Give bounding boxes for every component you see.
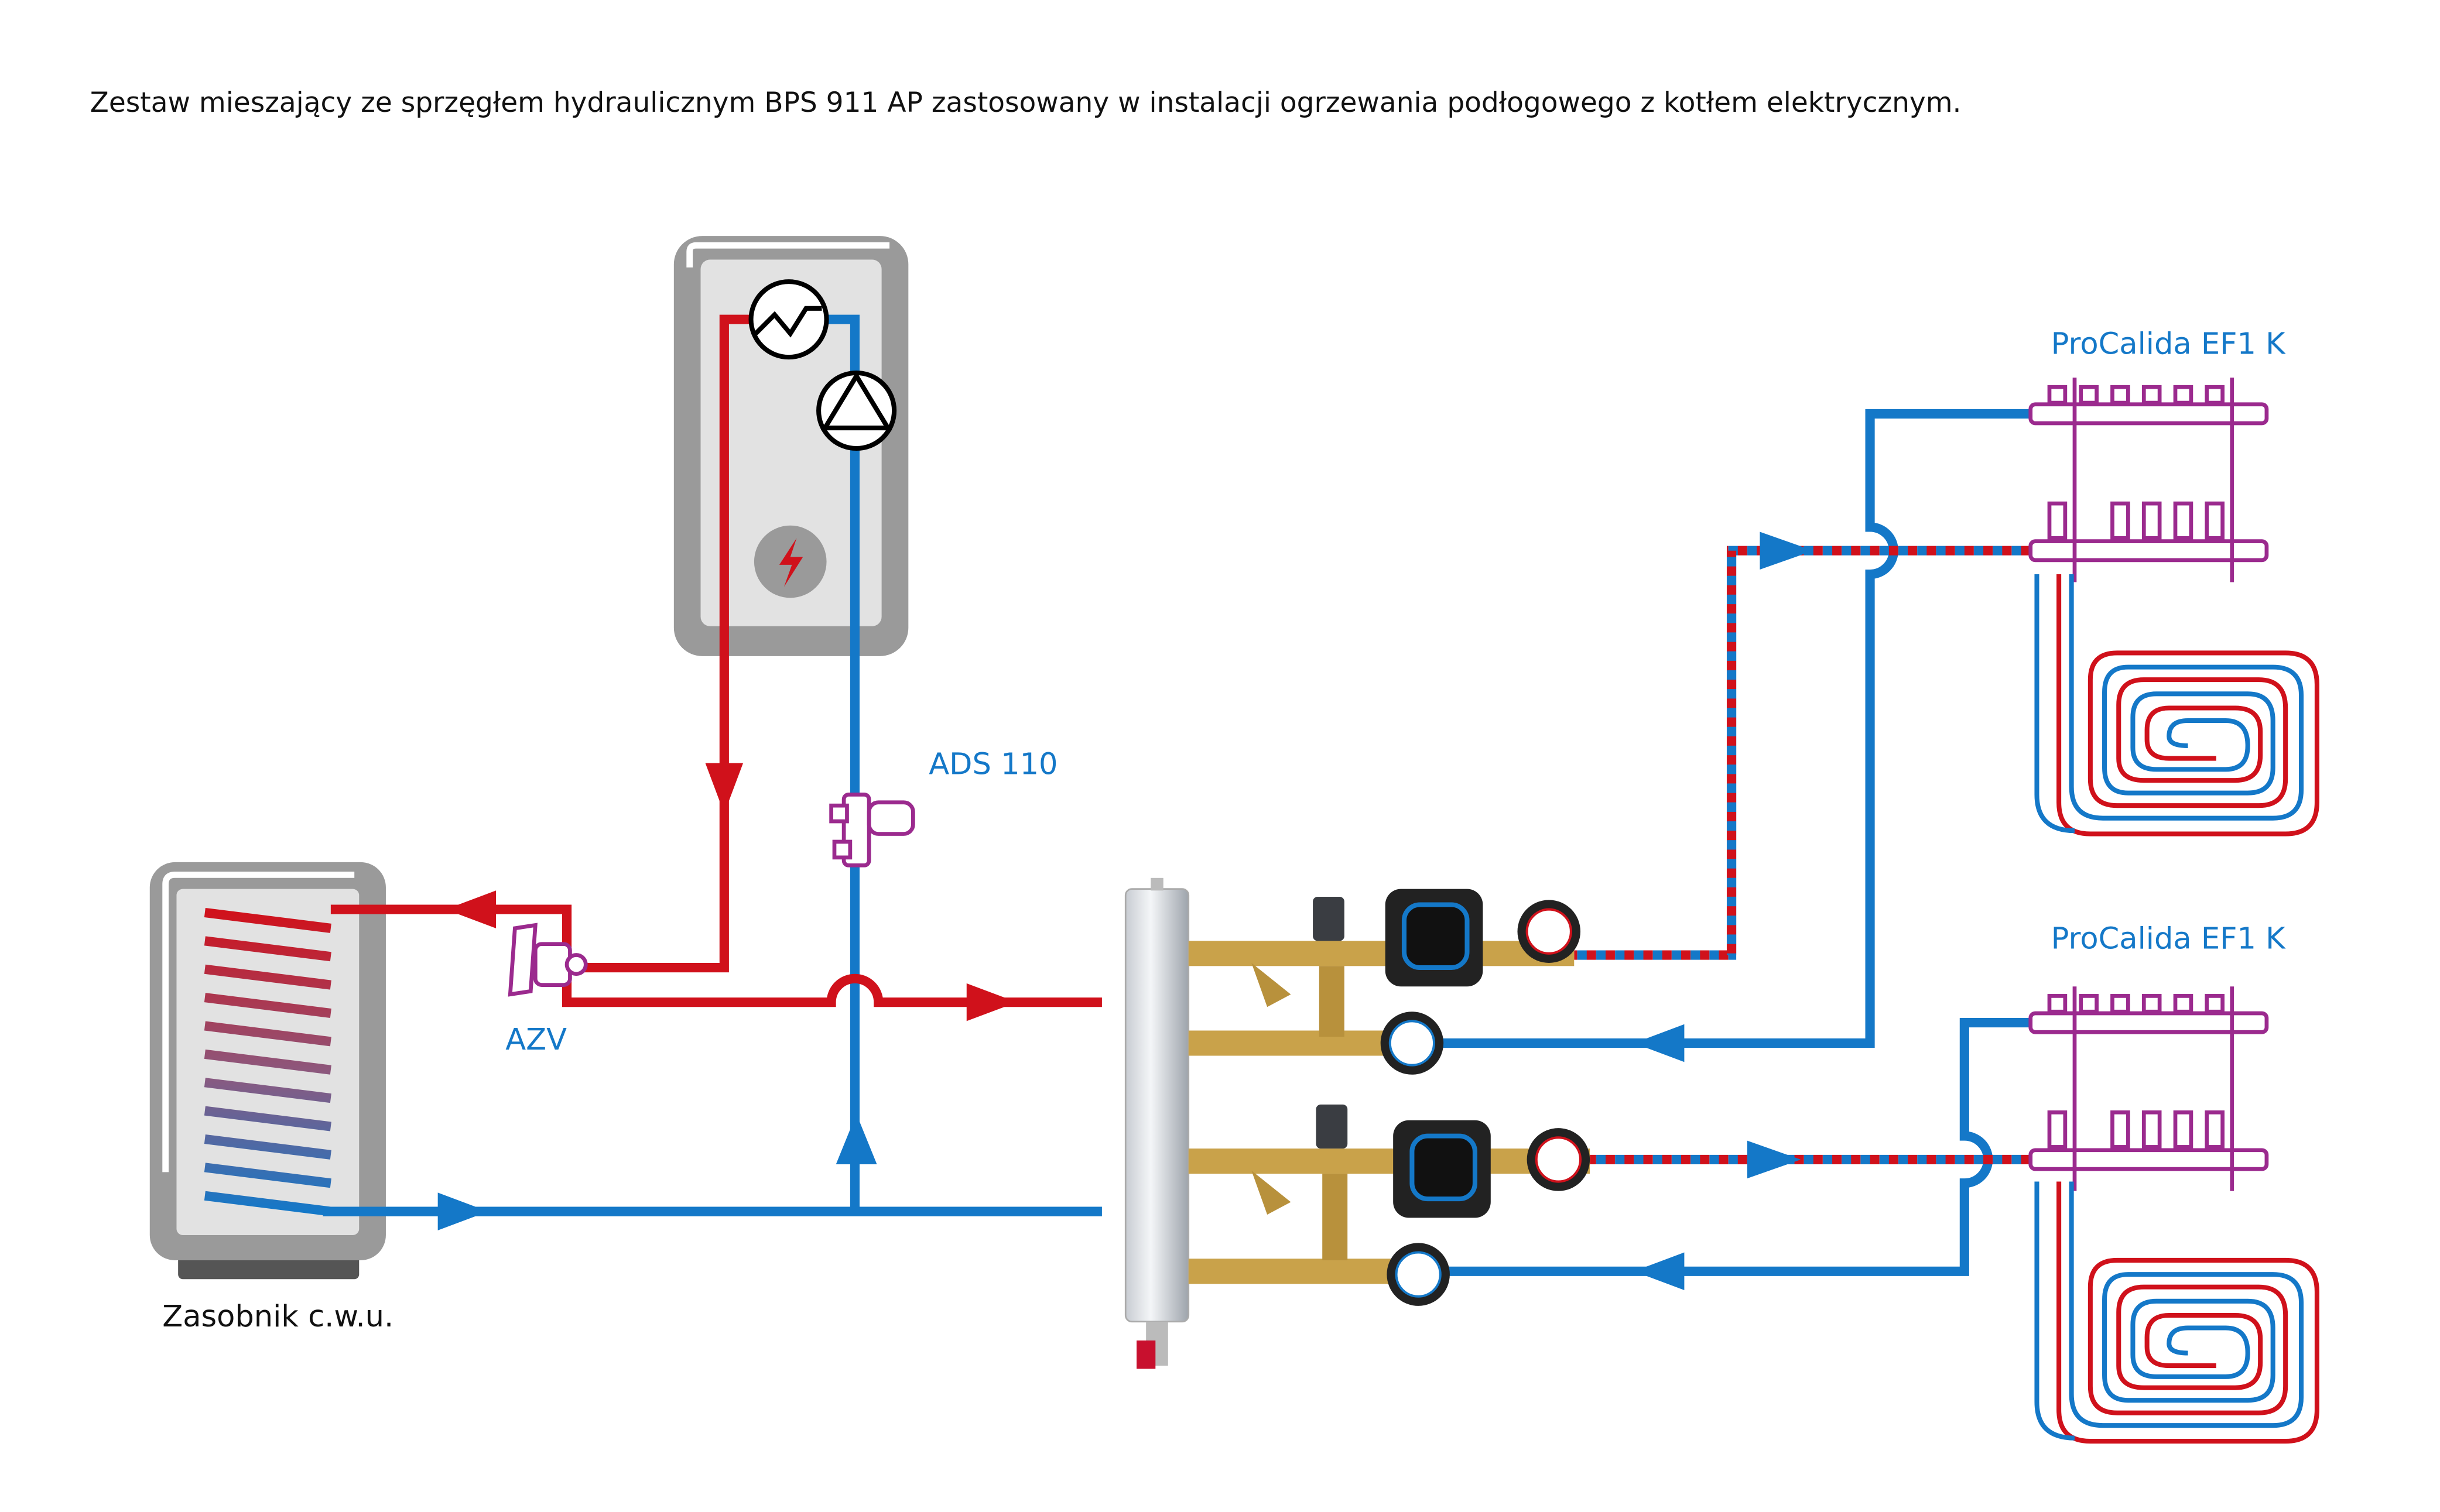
pump-icon <box>816 370 897 451</box>
boiler-return-pipe <box>828 314 860 1212</box>
flow-arrow-icon <box>836 1113 877 1164</box>
flow-arrow-icon <box>1634 1024 1685 1062</box>
azv-valve <box>508 923 588 997</box>
flow-arrow-icon <box>446 890 497 928</box>
manifold-1 <box>2028 378 2269 582</box>
tank-label: Zasobnik c.w.u. <box>162 1300 393 1334</box>
manifold-top-label: ProCalida EF1 K <box>2051 327 2287 362</box>
boiler-supply-pipe <box>567 314 750 973</box>
mixing-group-1 <box>1188 889 1581 1075</box>
ads-valve <box>829 792 915 868</box>
flow-arrow-icon <box>437 1192 488 1230</box>
electric-boiler <box>673 236 909 656</box>
flow-arrow-icon <box>705 763 744 814</box>
azv-label: AZV <box>505 1023 567 1057</box>
tank-hot-pipe <box>330 904 1102 1007</box>
diagram-title: Zestaw mieszający ze sprzęgłem hydraulic… <box>90 87 1962 119</box>
flow-arrow-icon <box>1634 1252 1685 1291</box>
hydraulic-separator <box>1124 877 1190 1369</box>
flow-arrow-icon <box>1747 1140 1801 1179</box>
flow-arrow-icon <box>966 983 1017 1021</box>
dhw-tank <box>149 862 386 1280</box>
circuit1-supply-pipe <box>1574 546 2034 960</box>
mixing-group-2 <box>1188 1104 1590 1306</box>
floor-coil-1 <box>2034 574 2319 836</box>
floor-coil-2 <box>2034 1181 2319 1444</box>
flow-arrow-icon <box>1760 532 1813 570</box>
heat-exchanger-icon <box>748 279 829 360</box>
ads-label: ADS 110 <box>929 747 1058 781</box>
manifold-bottom-label: ProCalida EF1 K <box>2051 922 2287 956</box>
manifold-2 <box>2028 986 2269 1191</box>
